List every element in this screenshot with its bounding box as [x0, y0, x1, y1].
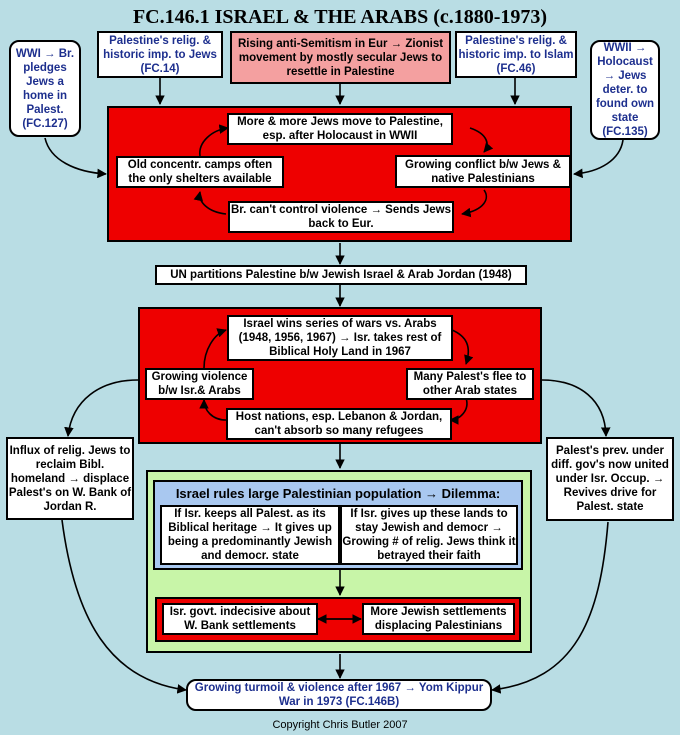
palestine-islam-box: Palestine's relig. & historic imp. to Is… — [455, 31, 577, 78]
page-title: FC.146.1 ISRAEL & THE ARABS (c.1880-1973… — [132, 6, 548, 28]
dilemma-keep-box: If Isr. keeps all Palest. as its Biblica… — [160, 505, 340, 565]
antisemitism-box: Rising anti-Semitism in Eur → Zionist mo… — [230, 31, 451, 84]
dilemma-give-box: If Isr. gives up these lands to stay Jew… — [340, 505, 518, 565]
jews-move-box: More & more Jews move to Palestine, esp.… — [227, 113, 453, 145]
wwii-box: WWII → Holocaust → Jews deter. to found … — [590, 40, 660, 140]
copyright: Copyright Chris Butler 2007 — [272, 719, 408, 731]
yom-kippur-box: Growing turmoil & violence after 1967 → … — [186, 679, 492, 711]
wwi-box: WWI → Br. pledges Jews a home in Palest.… — [9, 40, 81, 137]
dilemma-header: Israel rules large Palestinian populatio… — [175, 486, 501, 501]
more-settlements-box: More Jewish settlements displacing Pales… — [362, 603, 515, 635]
growing-conflict-box: Growing conflict b/w Jews & native Pales… — [395, 155, 571, 188]
host-nations-box: Host nations, esp. Lebanon & Jordan, can… — [226, 408, 452, 440]
palestinians-united-box: Palest's prev. under diff. gov's now uni… — [546, 437, 674, 521]
palestinians-flee-box: Many Palest's flee to other Arab states — [406, 368, 534, 400]
palestine-jews-box: Palestine's relig. & historic imp. to Je… — [97, 31, 223, 78]
violence-box: Br. can't control violence → Sends Jews … — [228, 201, 454, 233]
growing-violence-box: Growing violence b/w Isr.& Arabs — [145, 368, 254, 400]
influx-box: Influx of relig. Jews to reclaim Bibl. h… — [6, 437, 134, 520]
israel-wars-box: Israel wins series of wars vs. Arabs (19… — [227, 315, 453, 361]
camps-box: Old concentr. camps often the only shelt… — [116, 156, 284, 188]
un-partition-box: UN partitions Palestine b/w Jewish Israe… — [155, 265, 527, 285]
govt-indecisive-box: Isr. govt. indecisive about W. Bank sett… — [162, 603, 318, 635]
